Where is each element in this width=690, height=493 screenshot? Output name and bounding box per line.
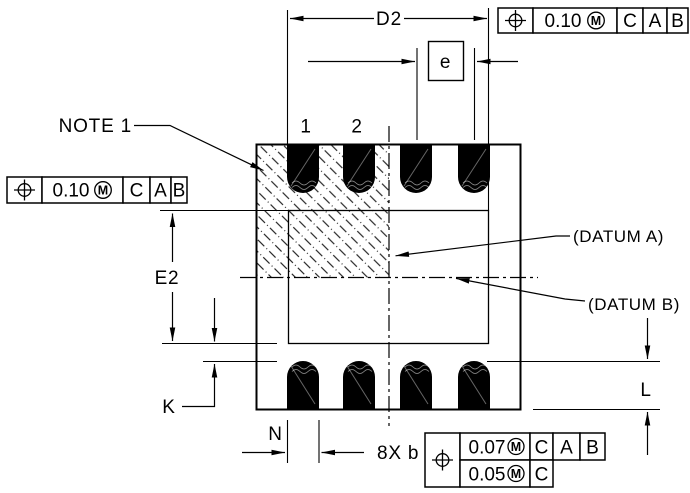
dimension-l: L: [487, 318, 660, 455]
svg-text:M: M: [591, 14, 601, 28]
basic-dimension-box: [427, 40, 465, 82]
position-symbol-icon: [432, 449, 453, 471]
dimension-d2: D2: [286, 8, 490, 211]
dimension-e: e: [308, 40, 518, 140]
fcf-datum: B: [671, 11, 684, 32]
note1-label: NOTE 1: [59, 116, 132, 137]
pin-pad: [458, 361, 490, 410]
dim-label-d2: D2: [376, 9, 402, 30]
dim-label-e2: E2: [155, 268, 180, 289]
fcf-tolerance: 0.07: [469, 438, 506, 459]
leader-arrow: [455, 277, 586, 302]
mmc-modifier-icon: M: [507, 464, 525, 483]
fcf-datum: A: [154, 181, 167, 202]
mmc-modifier-icon: M: [507, 437, 525, 456]
leader-arrow: [134, 124, 264, 172]
dimension-b: N 8X b: [242, 420, 419, 464]
pin-pad: [343, 361, 375, 410]
fcf-datum: B: [173, 181, 186, 202]
dim-label-n: N: [268, 424, 283, 445]
datum-a-label: (DATUM A): [573, 227, 664, 246]
fcf-datum: C: [623, 11, 637, 32]
dimension-e2: E2: [155, 209, 289, 345]
fcf-tolerance: 0.05: [469, 465, 506, 486]
note1-callout: NOTE 1: [59, 116, 264, 172]
datum-b-callout: (DATUM B): [455, 277, 680, 314]
dim-label-e: e: [440, 52, 451, 73]
leader-arrow: [395, 235, 570, 257]
dimension-k: K: [162, 298, 277, 418]
fcf-datum: A: [649, 11, 662, 32]
fcf-datum: C: [535, 438, 549, 459]
svg-text:M: M: [511, 440, 521, 454]
pin-surface-texture: [290, 148, 488, 405]
pin-number-2: 2: [351, 117, 362, 138]
dim-arrow-leader: [182, 363, 218, 408]
position-symbol-icon: [14, 179, 35, 201]
fcf-tolerance: 0.10: [53, 181, 90, 202]
dim-label-8x-b: 8X b: [377, 443, 419, 464]
mmc-modifier-icon: M: [587, 11, 605, 30]
pin-pad: [400, 361, 432, 410]
fcf-datum: C: [535, 465, 549, 486]
fcf-tolerance: 0.10: [545, 11, 582, 32]
pin-pad: [287, 361, 319, 410]
fcf-top-right: 0.10 M C A B: [497, 7, 689, 34]
fcf-bottom-composite: 0.07 M C A B 0.05 M C: [424, 432, 606, 488]
fcf-datum: C: [130, 181, 144, 202]
dim-label-k: K: [162, 397, 175, 418]
datum-a-callout: (DATUM A): [395, 227, 664, 257]
fcf-left: 0.10 M C A B: [6, 176, 188, 204]
datum-b-label: (DATUM B): [588, 295, 680, 314]
fcf-datum: A: [560, 438, 573, 459]
fcf-datum: B: [586, 438, 599, 459]
svg-text:M: M: [98, 183, 108, 197]
pin-number-1: 1: [300, 117, 311, 138]
svg-text:M: M: [511, 467, 521, 481]
mmc-modifier-icon: M: [94, 181, 112, 199]
position-symbol-icon: [505, 10, 526, 31]
dim-label-l: L: [640, 380, 651, 401]
